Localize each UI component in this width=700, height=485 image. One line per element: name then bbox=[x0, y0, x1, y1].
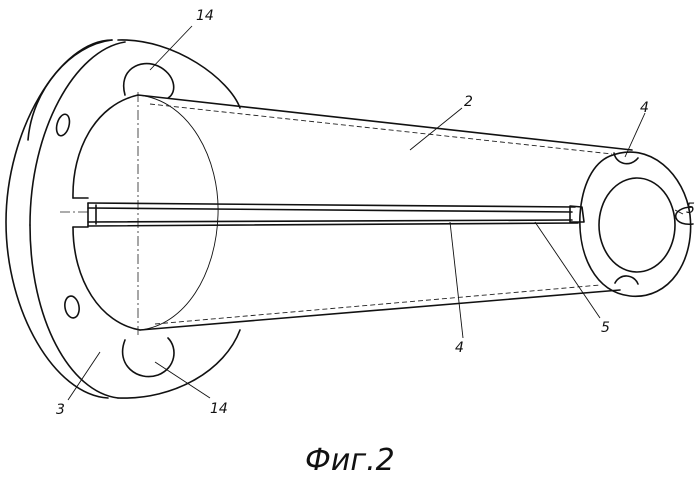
flange-rim-edge bbox=[28, 40, 112, 140]
cone-base-upper bbox=[73, 95, 138, 198]
leader-2 bbox=[410, 108, 462, 150]
callout-5-right: 5 bbox=[686, 201, 695, 217]
cone-base-ellipse-hidden bbox=[138, 95, 218, 330]
slot-inner-top bbox=[88, 208, 572, 212]
flange-front-face bbox=[118, 40, 240, 398]
slot-bottom-edge bbox=[88, 223, 578, 226]
cone-base bbox=[73, 92, 218, 335]
callout-3: 3 bbox=[56, 402, 65, 418]
cone-tip bbox=[580, 152, 693, 296]
notch-14-top bbox=[124, 64, 174, 98]
flange-bolt-hole-upper bbox=[54, 113, 71, 137]
callout-4-top: 4 bbox=[640, 100, 649, 116]
leader-14-top bbox=[150, 26, 192, 70]
callout-labels: 14 2 4 5 5 4 3 14 bbox=[56, 8, 695, 418]
callout-4-bottom: 4 bbox=[455, 340, 464, 356]
callout-14-bottom: 14 bbox=[210, 401, 228, 417]
tip-inner-bore bbox=[599, 178, 675, 272]
cone-base-lower bbox=[73, 227, 140, 330]
callout-2: 2 bbox=[464, 94, 473, 110]
notch-14-bottom bbox=[123, 338, 174, 377]
slot-top-edge bbox=[88, 203, 575, 207]
slot-inner-bottom bbox=[88, 220, 572, 222]
callout-5-bottom: 5 bbox=[601, 320, 610, 336]
cone-bottom-edge bbox=[140, 290, 620, 330]
leader-3 bbox=[68, 352, 100, 400]
leader-5-bottom bbox=[535, 222, 600, 318]
leader-4-bottom bbox=[450, 222, 463, 338]
flange-bolt-hole-lower bbox=[63, 295, 81, 319]
cone-top-hidden bbox=[150, 104, 612, 154]
cone-bottom-hidden bbox=[155, 285, 600, 324]
tip-notch-bottom bbox=[615, 276, 638, 284]
figure-caption: Фиг.2 bbox=[305, 443, 395, 478]
cone-top-edge bbox=[138, 95, 632, 150]
slot-4-5 bbox=[60, 203, 584, 226]
leader-4-top bbox=[625, 113, 645, 157]
tip-outer-ring bbox=[580, 152, 691, 296]
leader-lines bbox=[68, 26, 683, 400]
callout-14-top: 14 bbox=[196, 8, 214, 24]
